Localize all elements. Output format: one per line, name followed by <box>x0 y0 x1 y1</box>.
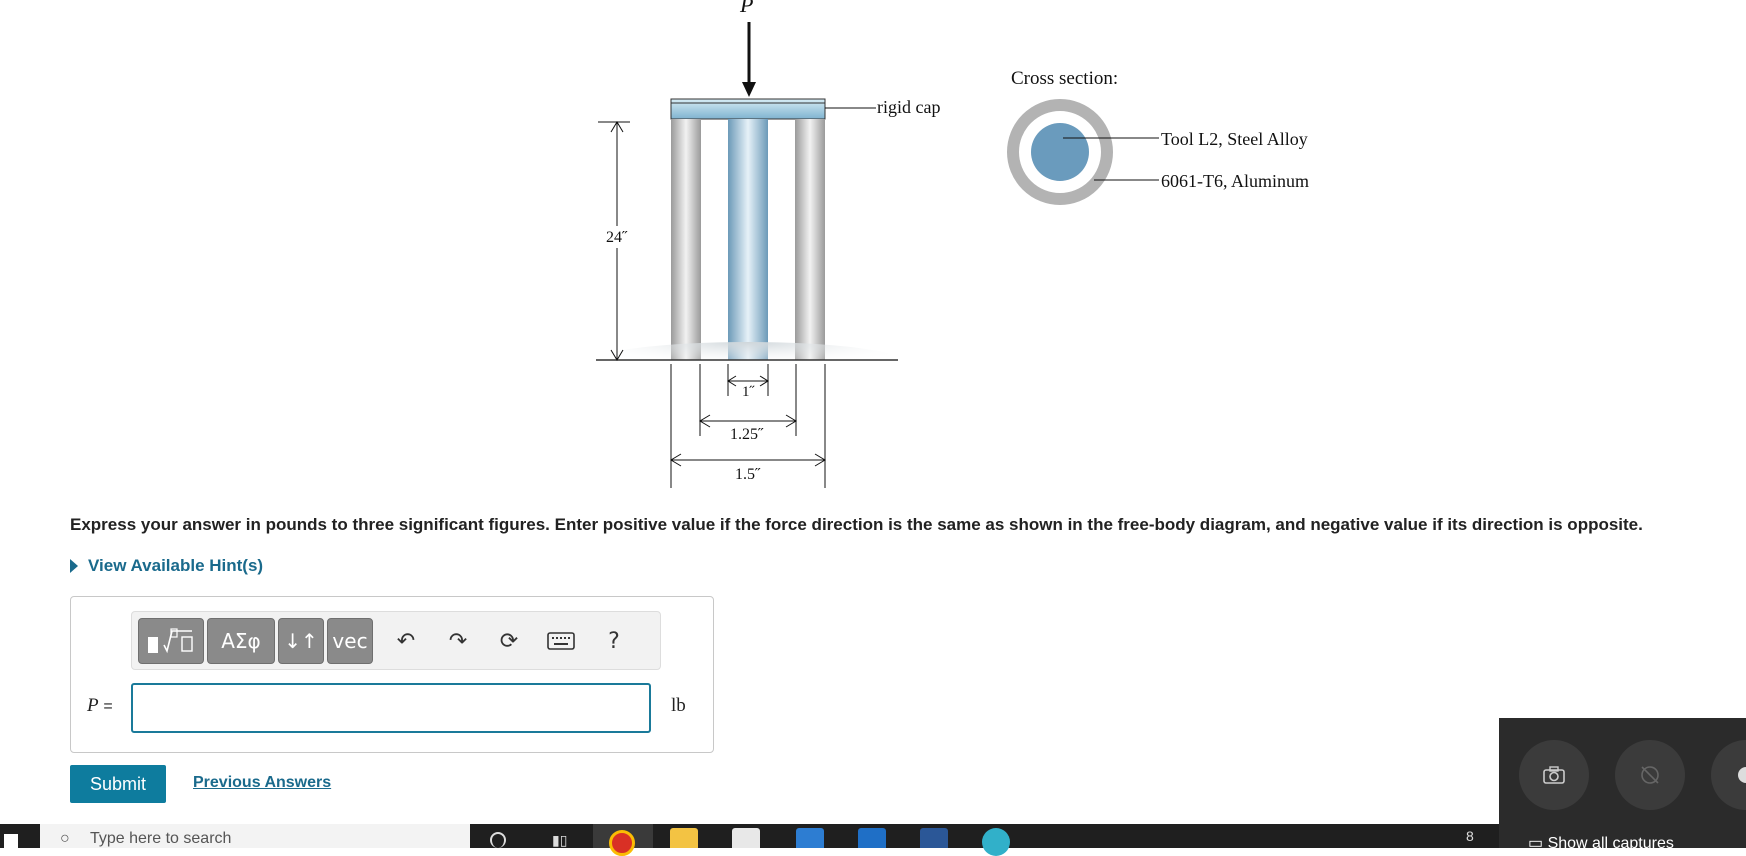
aluminum-sleeve-left <box>671 119 701 360</box>
ground-shadow <box>593 342 903 382</box>
answer-box: ΑΣφ ↓↑ vec ↶ ↷ ⟳ ? P = lb <box>70 596 714 753</box>
record-disabled-icon[interactable] <box>1615 740 1685 810</box>
templates-button[interactable] <box>138 618 204 664</box>
task-view-icon[interactable]: ▮▯ <box>552 832 568 848</box>
greek-symbols-button[interactable]: ΑΣφ <box>207 618 275 664</box>
help-label: ? <box>608 628 620 654</box>
search-placeholder: Type here to search <box>90 830 232 847</box>
store-icon[interactable] <box>732 828 760 848</box>
file-explorer-icon[interactable] <box>670 828 698 848</box>
chrome-icon[interactable] <box>593 824 653 856</box>
previous-answers-link[interactable]: Previous Answers <box>193 774 332 791</box>
keyboard-icon[interactable] <box>544 624 578 658</box>
tray-text: 8 <box>1466 828 1474 844</box>
dim-middle-label: 1.25˝ <box>730 426 764 443</box>
load-label: P <box>739 0 753 17</box>
answer-variable-label: P = <box>87 695 113 717</box>
cross-section-sleeve <box>1007 99 1113 205</box>
taskbar-search[interactable]: ○ Type here to search <box>40 824 470 848</box>
vec-button[interactable]: vec <box>327 618 373 664</box>
answer-variable: P <box>87 695 99 716</box>
load-arrowhead <box>742 82 756 97</box>
mail-icon[interactable] <box>858 828 886 848</box>
cross-section-core <box>1031 123 1089 181</box>
redo-icon[interactable]: ↷ <box>448 628 468 654</box>
undo-icon[interactable]: ↶ <box>396 628 416 654</box>
help-icon[interactable]: ? <box>597 624 631 658</box>
gallery-icon: ▭ <box>1528 835 1544 852</box>
photos-icon[interactable] <box>796 828 824 848</box>
core-label: Tool L2, Steel Alloy <box>1161 129 1308 149</box>
record-icon[interactable] <box>1711 740 1746 810</box>
dim-inner-label: 1˝ <box>742 384 756 400</box>
arrows-label: ↓↑ <box>284 629 318 653</box>
math-toolbar: ΑΣφ ↓↑ vec ↶ ↷ ⟳ ? <box>131 611 661 670</box>
capture-panel <box>1499 718 1746 848</box>
start-button[interactable] <box>4 834 18 848</box>
answer-input[interactable] <box>131 683 651 733</box>
height-label: 24˝ <box>606 229 628 246</box>
submit-button[interactable]: Submit <box>70 765 166 803</box>
cap-label: rigid cap <box>877 97 940 117</box>
equals-sign: = <box>103 698 113 715</box>
view-hints-label: View Available Hint(s) <box>88 556 264 575</box>
expand-triangle-icon <box>70 559 78 573</box>
edge-icon[interactable] <box>982 828 1010 856</box>
rigid-cap <box>670 98 826 120</box>
screenshot-camera-icon[interactable] <box>1519 740 1589 810</box>
word-icon[interactable] <box>920 828 948 848</box>
cortana-icon[interactable] <box>490 832 506 848</box>
view-hints-link[interactable]: View Available Hint(s) <box>70 556 263 576</box>
show-all-captures-link[interactable]: ▭ Show all captures <box>1528 833 1674 853</box>
unit-label: lb <box>671 695 686 716</box>
dim-outer-label: 1.5˝ <box>735 466 761 483</box>
vec-label: vec <box>332 629 368 653</box>
taskbar: ○ Type here to search ▮▯ 8 <box>0 824 1499 856</box>
show-all-captures-label: Show all captures <box>1547 835 1674 852</box>
steel-core <box>728 119 768 360</box>
instruction-text: Express your answer in pounds to three s… <box>70 515 1643 534</box>
column-diagram: P rigid cap 24˝ 1˝ 1.25˝ 1.5˝ Cross sect… <box>593 0 1309 488</box>
greek-symbols-label: ΑΣφ <box>221 629 261 653</box>
reset-icon[interactable]: ⟳ <box>499 628 519 654</box>
templates-icon <box>148 628 193 654</box>
aluminum-sleeve-right <box>795 119 825 360</box>
search-icon: ○ <box>60 830 70 847</box>
cross-section-title: Cross section: <box>1011 68 1118 89</box>
sleeve-label: 6061-T6, Aluminum <box>1161 171 1309 191</box>
arrows-button[interactable]: ↓↑ <box>278 618 324 664</box>
